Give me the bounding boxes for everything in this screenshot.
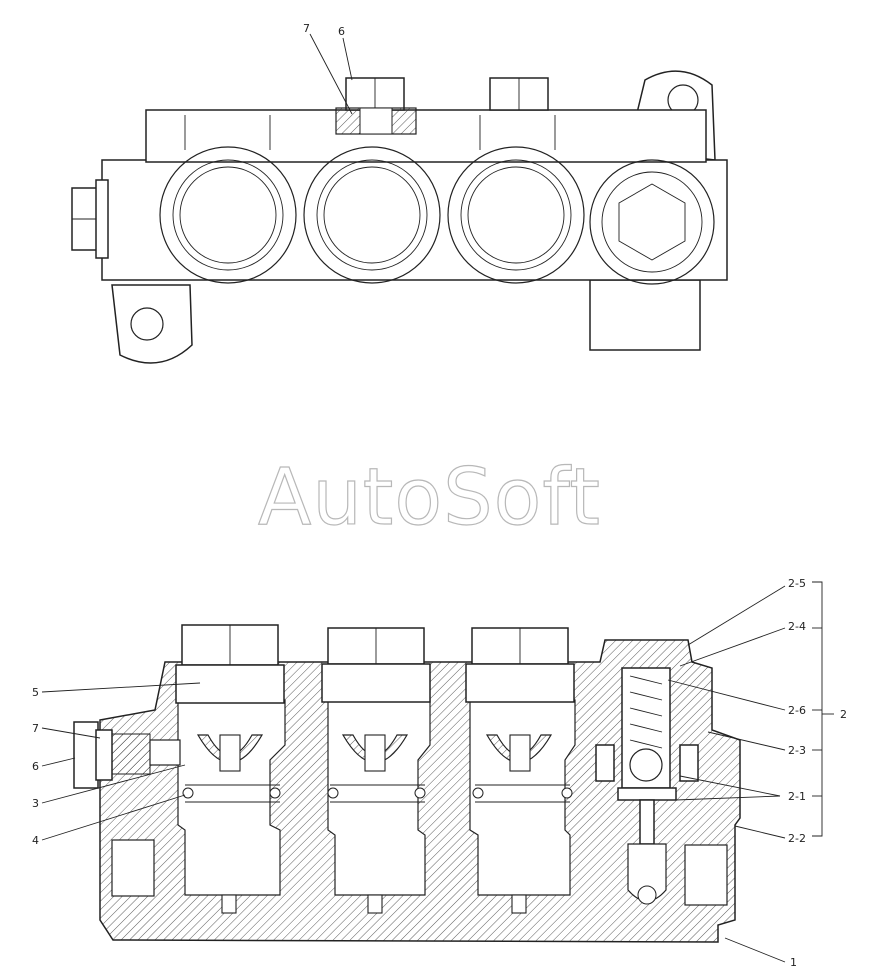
hex-plug — [618, 183, 686, 261]
callout-3: 3 — [32, 797, 39, 810]
callout-7: 7 — [32, 722, 39, 735]
cap-assembly — [175, 624, 575, 704]
callout-2-6: 2-6 — [788, 704, 806, 717]
port-circle-3 — [447, 146, 585, 284]
callout-group-2: 2 — [840, 708, 847, 721]
callout-6-top: 6 — [338, 25, 345, 38]
watermark: AutoSoft — [258, 453, 601, 543]
mounting-ear-bottom — [111, 284, 193, 364]
callout-2-1: 2-1 — [788, 790, 806, 803]
port-circle-4 — [589, 159, 715, 285]
callout-2-3: 2-3 — [788, 744, 806, 757]
callout-6: 6 — [32, 760, 39, 773]
relief-valve — [595, 667, 699, 905]
mounting-hole-bottom — [130, 307, 164, 341]
lower-tab — [589, 279, 701, 351]
callout-2-2: 2-2 — [788, 832, 806, 845]
callout-4: 4 — [32, 834, 39, 847]
valve-body-top — [101, 159, 728, 281]
valve-body-rear — [145, 109, 707, 163]
section-view: 5 7 6 3 4 2-5 2-4 2-6 2-3 2-1 2-2 1 — [32, 577, 847, 969]
port-circle-1 — [159, 146, 297, 284]
callout-2-4: 2-4 — [788, 620, 806, 633]
port-circle-2 — [303, 146, 441, 284]
side-plug-section — [73, 721, 151, 789]
callout-1: 1 — [790, 956, 797, 969]
callout-2-5: 2-5 — [788, 577, 806, 590]
callout-7-top: 7 — [303, 22, 310, 35]
side-plug-boss — [95, 179, 109, 259]
top-view: 7 6 — [71, 22, 728, 364]
callout-5: 5 — [32, 686, 39, 699]
